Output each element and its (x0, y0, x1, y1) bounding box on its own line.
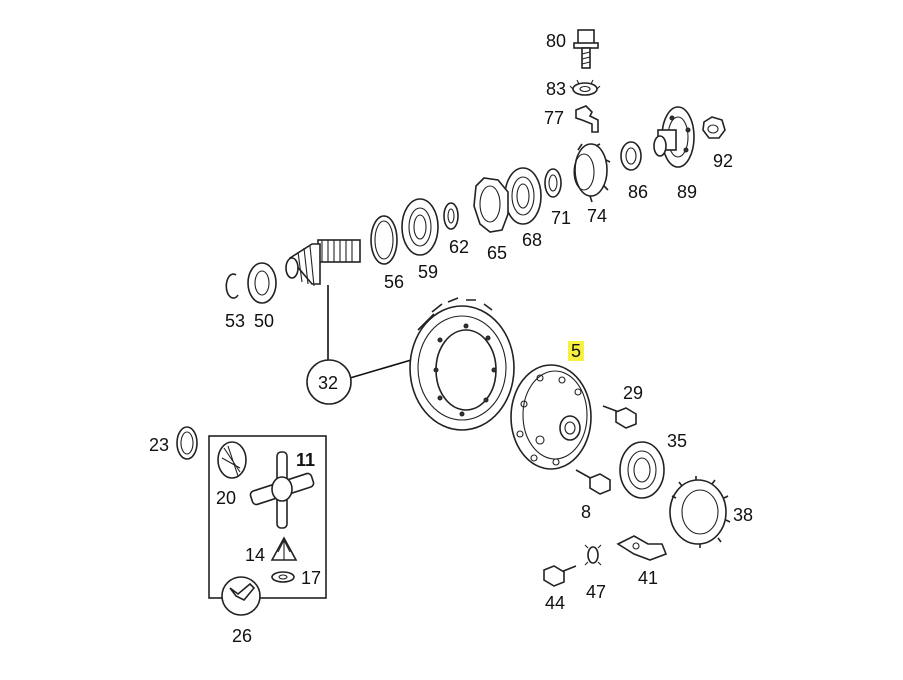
label-part-35[interactable]: 35 (667, 431, 688, 451)
part-5-differential-housing[interactable] (510, 364, 592, 470)
part-71-spacer[interactable] (544, 168, 562, 198)
part-86-seal[interactable] (620, 141, 642, 171)
label-part-8[interactable]: 8 (581, 502, 592, 522)
label-part-56[interactable]: 56 (384, 272, 405, 292)
part-56-shim[interactable] (370, 215, 398, 265)
part-11-cross-shaft[interactable] (249, 451, 315, 529)
part-53-circlip[interactable] (225, 273, 239, 299)
part-14-pinion[interactable] (270, 536, 298, 561)
label-part-47[interactable]: 47 (586, 582, 607, 602)
label-part-65[interactable]: 65 (487, 243, 508, 263)
label-part-11[interactable]: 11 (296, 450, 316, 470)
label-part-50[interactable]: 50 (254, 311, 275, 331)
label-part-74[interactable]: 74 (587, 206, 608, 226)
label-part-62[interactable]: 62 (449, 237, 470, 257)
part-29-bolt[interactable] (602, 405, 637, 429)
label-part-53[interactable]: 53 (225, 311, 246, 331)
part-35-bearing[interactable] (619, 441, 665, 499)
label-part-92[interactable]: 92 (713, 151, 734, 171)
part-65-gasket[interactable] (473, 177, 509, 233)
label-part-59[interactable]: 59 (418, 262, 439, 282)
label-part-44[interactable]: 44 (545, 593, 566, 613)
label-part-14[interactable]: 14 (245, 545, 266, 565)
callout-32-circle[interactable] (306, 359, 352, 405)
part-59-bearing[interactable] (401, 198, 439, 256)
label-part-23[interactable]: 23 (149, 435, 170, 455)
part-44-bolt[interactable] (543, 565, 577, 587)
part-89-flange[interactable] (653, 106, 695, 168)
part-17-washer[interactable] (271, 571, 295, 583)
part-26-tool-icon[interactable] (221, 576, 261, 616)
part-77-lock-plate[interactable] (575, 105, 599, 133)
label-part-32[interactable]: 32 (318, 373, 339, 393)
label-part-86[interactable]: 86 (628, 182, 649, 202)
part-20-side-gear[interactable] (217, 441, 247, 479)
leader-32-ring-gear (349, 357, 419, 379)
label-part-77[interactable]: 77 (544, 108, 565, 128)
part-50-bearing[interactable] (247, 262, 277, 304)
part-47-lock-washer[interactable] (584, 544, 602, 566)
part-38-adjusting-ring[interactable] (669, 476, 731, 548)
part-68-bearing[interactable] (504, 167, 542, 225)
part-41-bracket[interactable] (616, 535, 668, 561)
label-part-17[interactable]: 17 (301, 568, 322, 588)
part-8-bolt[interactable] (575, 469, 611, 495)
pinion-gear[interactable] (285, 239, 361, 287)
part-62-ring[interactable] (443, 202, 459, 230)
label-part-20[interactable]: 20 (216, 488, 237, 508)
label-part-83[interactable]: 83 (546, 79, 567, 99)
kit-box (208, 435, 327, 599)
label-part-80[interactable]: 80 (546, 31, 567, 51)
part-83-washer[interactable] (569, 79, 601, 96)
part-92-nut[interactable] (702, 116, 726, 139)
label-part-26[interactable]: 26 (232, 626, 253, 646)
label-part-29[interactable]: 29 (623, 383, 644, 403)
ring-gear[interactable] (409, 297, 515, 431)
part-80-bolt[interactable] (573, 29, 599, 69)
label-part-41[interactable]: 41 (638, 568, 659, 588)
part-23-ring[interactable] (176, 426, 198, 460)
part-74-slotted-nut[interactable] (573, 143, 611, 203)
label-part-5-highlighted[interactable]: 5 (568, 341, 585, 361)
label-part-71[interactable]: 71 (551, 208, 572, 228)
label-part-38[interactable]: 38 (733, 505, 754, 525)
label-part-89[interactable]: 89 (677, 182, 698, 202)
label-part-68[interactable]: 68 (522, 230, 543, 250)
